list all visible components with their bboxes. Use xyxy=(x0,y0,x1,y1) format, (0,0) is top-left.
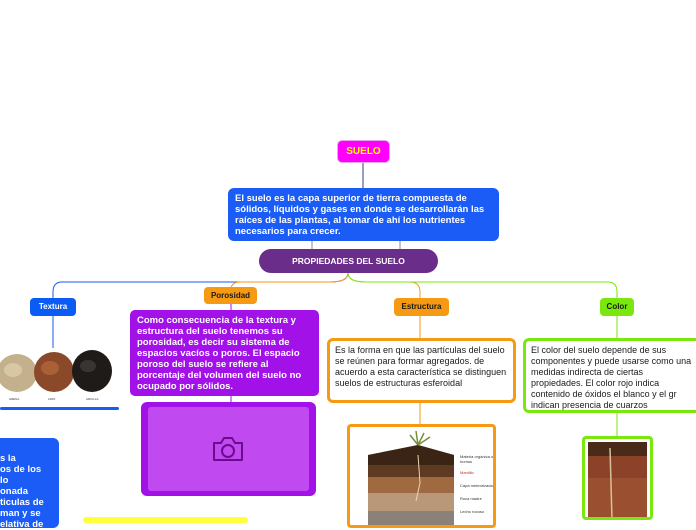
layer-label-organic: Materia orgánica o humus xyxy=(460,454,494,464)
soil-profile-illustration xyxy=(368,431,454,525)
color-link xyxy=(347,272,618,298)
soil-samples-illustration xyxy=(0,350,112,392)
layer-label-bedrock: Lecho rocoso xyxy=(460,509,485,514)
yellow-node-fragment[interactable] xyxy=(83,517,248,523)
estructura-text: Es la forma en que las partículas del su… xyxy=(335,345,507,388)
textura-soil-image: ARENA LIMO ARCILLA xyxy=(0,348,118,402)
porosidad-text: Como consecuencia de la textura y estruc… xyxy=(137,315,302,392)
properties-label: PROPIEDADES DEL SUELO xyxy=(292,256,405,266)
textura-topic[interactable]: Textura xyxy=(30,298,76,316)
sand-caption: ARENA xyxy=(9,397,20,401)
properties-topic[interactable]: PROPIEDADES DEL SUELO xyxy=(259,249,438,273)
porosidad-link xyxy=(230,272,349,291)
textura-label: Textura xyxy=(38,302,68,311)
textura-underline xyxy=(0,407,119,410)
porosidad-image-placeholder xyxy=(148,407,309,491)
root-topic[interactable]: SUELO xyxy=(338,141,389,162)
estructura-text-box[interactable]: Es la forma en que las partículas del su… xyxy=(327,338,516,403)
camera-icon xyxy=(213,437,243,461)
soil-color-photo xyxy=(588,442,647,517)
porosidad-text-box[interactable]: Como consecuencia de la textura y estruc… xyxy=(130,310,319,396)
color-text: El color del suelo depende de sus compon… xyxy=(531,345,692,410)
estructura-topic[interactable]: Estructura xyxy=(394,298,449,316)
textura-text-box[interactable]: s la os de los lo onada ticulas de man y… xyxy=(0,438,59,530)
color-label: Color xyxy=(606,302,628,311)
color-topic[interactable]: Color xyxy=(600,298,634,316)
porosidad-label: Porosidad xyxy=(210,291,251,300)
estructura-image-box[interactable]: Materia orgánica o humus Mantillo Capa m… xyxy=(347,424,496,528)
textura-side-text: s la os de los lo onada ticulas de man y… xyxy=(0,453,44,530)
definition-text: El suelo es la capa superior de tierra c… xyxy=(235,193,485,237)
estructura-label: Estructura xyxy=(401,302,442,311)
porosidad-topic[interactable]: Porosidad xyxy=(204,287,257,304)
layer-label-weathered: Capa meteorizada xyxy=(460,483,493,488)
definition-topic[interactable]: El suelo es la capa superior de tierra c… xyxy=(228,188,499,241)
layer-label-topsoil: Mantillo xyxy=(460,470,474,475)
porosidad-image-box[interactable] xyxy=(141,402,316,496)
clay-caption: ARCILLA xyxy=(86,397,99,401)
layer-label-parent-rock: Roca madre xyxy=(460,496,482,501)
textura-link xyxy=(52,272,349,298)
color-text-box[interactable]: El color del suelo depende de sus compon… xyxy=(523,338,696,413)
silt-caption: LIMO xyxy=(48,397,56,401)
root-topic-label: SUELO xyxy=(346,146,381,157)
estructura-link xyxy=(347,272,421,298)
color-image-box[interactable] xyxy=(582,436,653,520)
